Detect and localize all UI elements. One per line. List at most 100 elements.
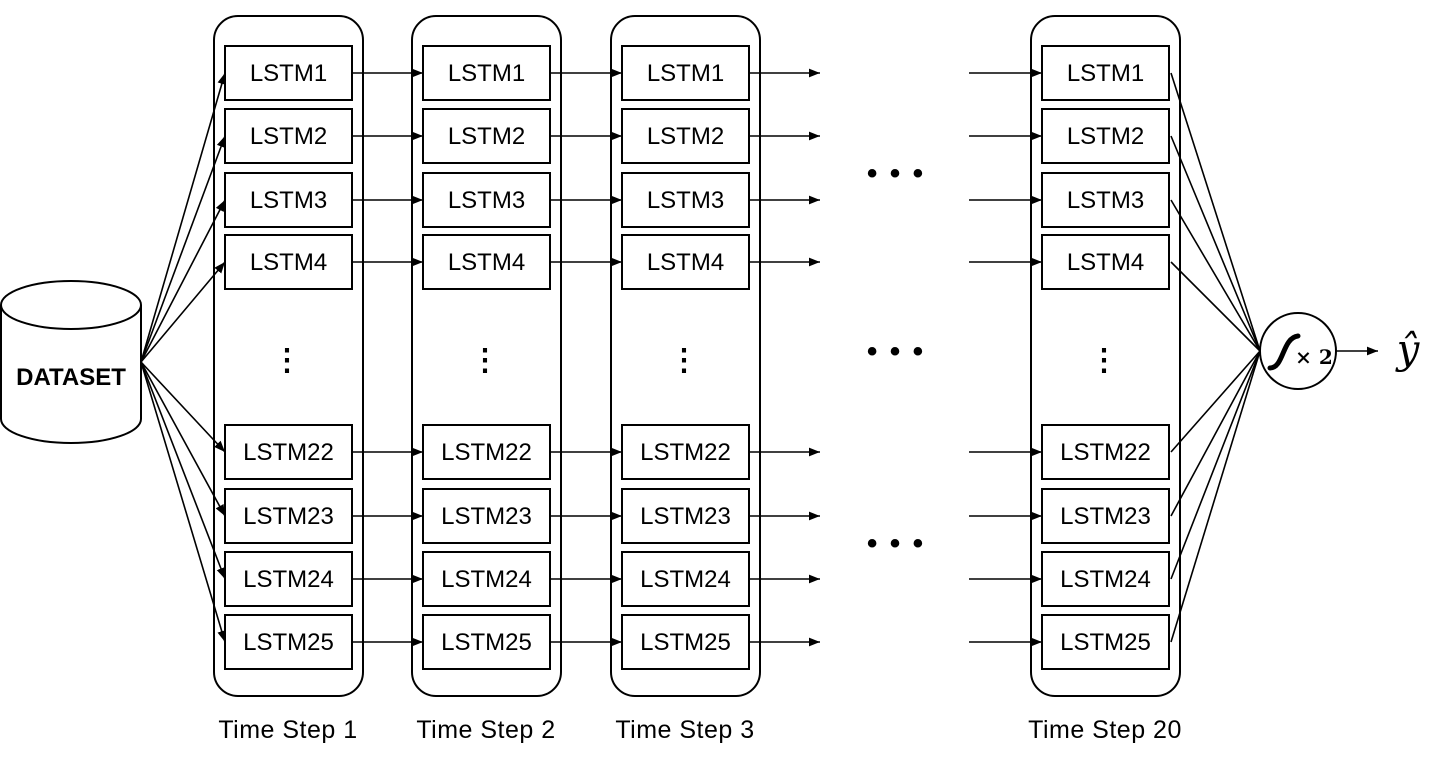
- lstm-cell-box: [422, 45, 551, 101]
- input-arrow: [140, 72, 227, 363]
- lstm-cell-box: [224, 424, 353, 480]
- lstm-cell-box: [422, 614, 551, 670]
- lstm-cell-label: LSTM23: [243, 503, 334, 530]
- lstm-cell-label: LSTM2: [250, 123, 327, 150]
- lstm-cell-label: LSTM1: [448, 60, 525, 87]
- time-step-frame: [411, 15, 562, 697]
- input-arrow: [140, 261, 226, 363]
- lstm-cell-label: LSTM25: [1060, 629, 1151, 656]
- lstm-cell-label: LSTM2: [448, 123, 525, 150]
- output-connection-line: [1170, 135, 1261, 352]
- vertical-ellipsis: ⋮: [272, 344, 304, 377]
- lstm-cell-label: LSTM22: [640, 439, 731, 466]
- lstm-cell-label: LSTM1: [250, 60, 327, 87]
- time-step-label: Time Step 3: [615, 716, 754, 744]
- dataset-cylinder-icon: DATASET: [0, 280, 142, 444]
- lstm-cell-label: LSTM4: [647, 249, 724, 276]
- horizontal-ellipsis-middle: • • •: [867, 335, 925, 368]
- lstm-cell-label: LSTM22: [1060, 439, 1151, 466]
- vertical-ellipsis: ⋮: [470, 344, 502, 377]
- output-connection-line: [1170, 350, 1261, 517]
- lstm-cell-label: LSTM24: [441, 566, 532, 593]
- time-step-label: Time Step 20: [1028, 716, 1182, 744]
- lstm-cell-label: LSTM23: [1060, 503, 1151, 530]
- lstm-cell-label: LSTM3: [647, 187, 724, 214]
- lstm-cell-label: LSTM3: [1067, 187, 1144, 214]
- lstm-cell-label: LSTM25: [640, 629, 731, 656]
- lstm-cell-box: [1041, 108, 1170, 164]
- lstm-cell-label: LSTM4: [250, 249, 327, 276]
- vertical-ellipsis: ⋮: [1089, 344, 1121, 377]
- time-step-columns: LSTM1LSTM2LSTM3LSTM4LSTM22LSTM23LSTM24LS…: [213, 15, 1182, 744]
- activation-node: × 2: [1259, 312, 1337, 390]
- lstm-cell-label: LSTM22: [441, 439, 532, 466]
- lstm-cell-box: [1041, 234, 1170, 290]
- dataset-label: DATASET: [16, 364, 126, 391]
- time-step-column: LSTM1LSTM2LSTM3LSTM4LSTM22LSTM23LSTM24LS…: [411, 15, 562, 744]
- time-step-column: LSTM1LSTM2LSTM3LSTM4LSTM22LSTM23LSTM24LS…: [610, 15, 761, 744]
- lstm-cell-box: [1041, 45, 1170, 101]
- output-connection-line: [1170, 261, 1261, 352]
- lstm-cell-box: [422, 234, 551, 290]
- lstm-cell-box: [621, 614, 750, 670]
- lstm-cell-box: [621, 45, 750, 101]
- input-arrow: [140, 361, 227, 643]
- lstm-cell-box: [224, 614, 353, 670]
- lstm-cell-box: [621, 108, 750, 164]
- lstm-cell-box: [224, 172, 353, 228]
- time-step-column: LSTM1LSTM2LSTM3LSTM4LSTM22LSTM23LSTM24LS…: [1028, 15, 1182, 744]
- time-step-frame: [610, 15, 761, 697]
- output-connection-line: [1170, 72, 1261, 352]
- lstm-cell-label: LSTM24: [243, 566, 334, 593]
- recurrent-arrows: [352, 68, 423, 647]
- horizontal-ellipsis-top: • • •: [867, 157, 925, 190]
- time-step-frame: [1030, 15, 1181, 697]
- sigmoid-icon: [1267, 333, 1301, 371]
- input-arrow: [140, 135, 226, 363]
- lstm-cell-label: LSTM4: [448, 249, 525, 276]
- lstm-cell-label: LSTM25: [243, 629, 334, 656]
- lstm-cell-label: LSTM24: [640, 566, 731, 593]
- lstm-cell-label: LSTM23: [441, 503, 532, 530]
- lstm-cell-box: [224, 45, 353, 101]
- lstm-cell-box: [1041, 488, 1170, 544]
- input-arrow: [140, 361, 226, 580]
- time-step-column: LSTM1LSTM2LSTM3LSTM4LSTM22LSTM23LSTM24LS…: [213, 15, 364, 744]
- lstm-cell-label: LSTM2: [1067, 123, 1144, 150]
- lstm-cell-label: LSTM1: [647, 60, 724, 87]
- horizontal-ellipsis-bottom: • • •: [867, 527, 925, 560]
- lstm-cell-box: [224, 488, 353, 544]
- dataset-to-step1-arrows: [140, 72, 227, 643]
- output-connection-line: [1170, 350, 1261, 643]
- output-connection-line: [1170, 350, 1261, 580]
- lstm-cell-box: [1041, 614, 1170, 670]
- lstm-cell-label: LSTM22: [243, 439, 334, 466]
- lstm-cell-label: LSTM4: [1067, 249, 1144, 276]
- lstm-cell-label: LSTM25: [441, 629, 532, 656]
- time-step-frame: [213, 15, 364, 697]
- time-step-label: Time Step 1: [218, 716, 357, 744]
- lstm-cell-box: [224, 551, 353, 607]
- lstm-cell-label: LSTM3: [448, 187, 525, 214]
- lstm-cell-box: [224, 234, 353, 290]
- output-label: ŷ: [1395, 327, 1421, 373]
- step20-to-activation-lines: [1170, 72, 1261, 643]
- output-connection-line: [1170, 350, 1261, 453]
- lstm-cell-box: [422, 172, 551, 228]
- lstm-cell-label: LSTM1: [1067, 60, 1144, 87]
- activation-multiplier: × 2: [1295, 345, 1333, 369]
- step3-to-step20-arrows: [749, 68, 1042, 647]
- vertical-ellipsis: ⋮: [669, 344, 701, 377]
- lstm-cell-label: LSTM3: [250, 187, 327, 214]
- input-arrow: [140, 199, 226, 363]
- time-step-label: Time Step 2: [416, 716, 555, 744]
- lstm-cell-label: LSTM2: [647, 123, 724, 150]
- output-connection-line: [1170, 199, 1261, 352]
- input-arrow: [140, 361, 226, 453]
- lstm-cell-box: [1041, 424, 1170, 480]
- recurrent-arrows: [550, 68, 622, 647]
- lstm-cell-label: LSTM24: [1060, 566, 1151, 593]
- lstm-cell-label: LSTM23: [640, 503, 731, 530]
- input-arrow: [140, 361, 226, 517]
